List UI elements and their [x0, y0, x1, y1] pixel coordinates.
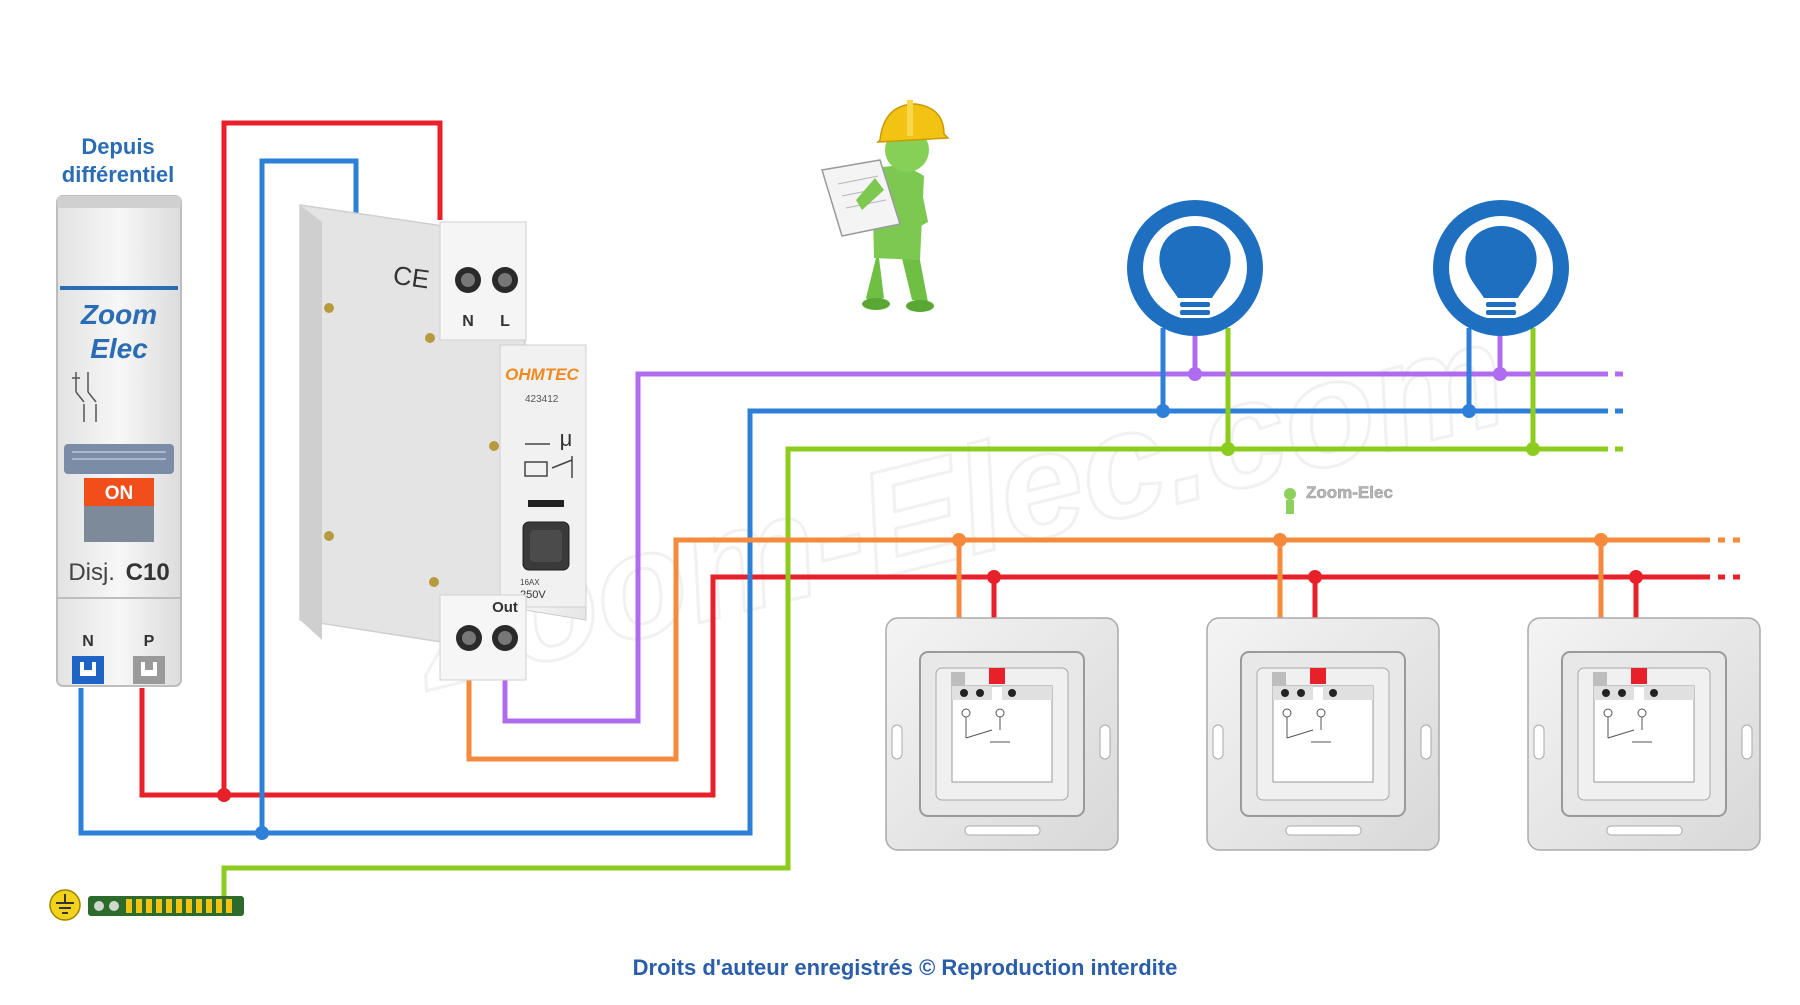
lightbulb-icon — [1465, 226, 1537, 323]
wire-lamp-return — [502, 371, 1600, 724]
relay-terminal-out-label: Out — [492, 599, 518, 616]
wire-pushbutton — [466, 537, 1630, 762]
wire-phase-relay — [221, 120, 443, 795]
breaker-model-rating: C10 — [126, 559, 170, 586]
relay-ce-mark: CE — [391, 260, 431, 295]
source-label-line1: Depuis — [81, 134, 154, 159]
lightbulb-icon — [1159, 226, 1231, 323]
zoom-elec-logo-text: Zoom-Elec — [1306, 483, 1393, 502]
wire-earth — [221, 446, 1600, 905]
lamp-1 — [1127, 200, 1263, 336]
wire-phase-feed — [139, 574, 1630, 798]
relay-rating-current: 16AX — [520, 578, 540, 587]
relay-ref: 423412 — [525, 394, 559, 405]
relay-schematic-icon — [524, 443, 573, 478]
zoom-elec-logo: Zoom-Elec — [1284, 483, 1393, 514]
wire-continuations — [1600, 371, 1745, 580]
impulse-relay: CE N L OHMTEC 423412 μ 16AX 250V Out — [299, 204, 587, 681]
relay-screws — [324, 303, 499, 587]
breaker-terminal-p-label: P — [144, 633, 155, 650]
earth-terminal-bar — [49, 889, 244, 921]
pushbutton-3[interactable] — [1527, 617, 1761, 851]
copyright-footer: Droits d'auteur enregistrés © Reproducti… — [633, 955, 1178, 980]
pushbutton-1[interactable] — [885, 617, 1119, 851]
earth-symbol-icon — [49, 889, 81, 921]
breaker-symbol-icon — [72, 372, 97, 422]
lamp-2 — [1433, 200, 1569, 336]
circuit-breaker: Zoom Elec ON Disj. C10 N P — [56, 195, 182, 687]
breaker-model: Disj. C10 — [68, 559, 169, 586]
junction-dots — [217, 367, 1643, 840]
breaker-state: ON — [105, 483, 134, 504]
worker-figure-icon — [821, 100, 950, 312]
relay-coil-symbol: μ — [560, 426, 573, 451]
relay-terminal-l-label: L — [500, 313, 510, 330]
wire-neutral-relay — [259, 158, 359, 833]
source-label-line2: différentiel — [62, 162, 174, 187]
wire-neutral-feed — [78, 408, 1600, 836]
breaker-brand-line1: Zoom — [80, 299, 157, 330]
relay-rating-voltage: 250V — [520, 589, 546, 601]
breaker-model-prefix: Disj. — [68, 559, 115, 586]
breaker-brand-line2: Elec — [90, 333, 148, 364]
relay-terminal-n-label: N — [462, 313, 474, 330]
pushbutton-2[interactable] — [1206, 617, 1440, 851]
breaker-on-badge — [84, 478, 154, 506]
relay-brand: OHMTEC — [505, 365, 579, 384]
breaker-terminal-n-label: N — [82, 633, 94, 650]
